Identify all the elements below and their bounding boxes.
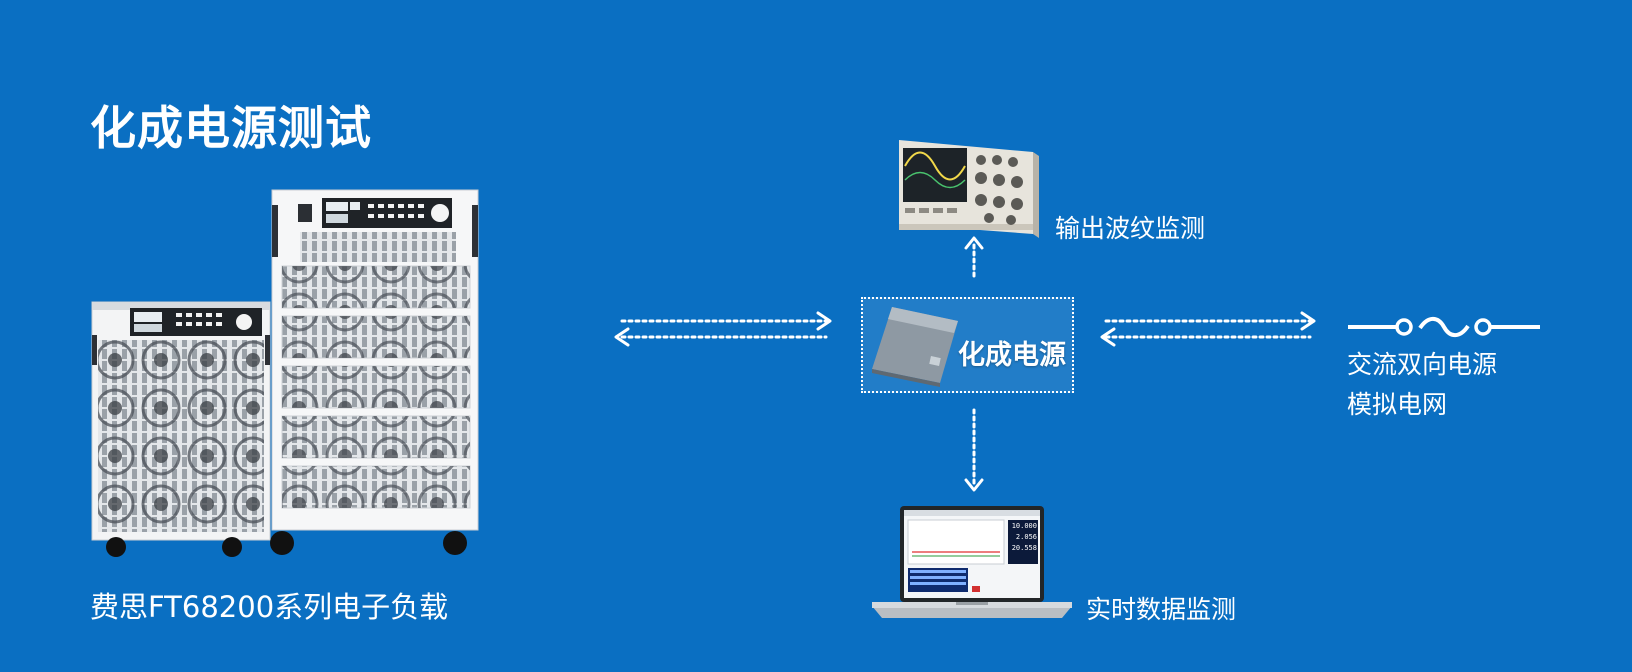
ac-source-line1: 交流双向电源 [1347, 350, 1498, 379]
formation-power-supply-icon [872, 307, 958, 387]
ac-source-line2: 模拟电网 [1347, 390, 1448, 419]
oscilloscope-icon [899, 140, 1039, 238]
laptop-readouts: 10.000 2.056 20.558 [1009, 521, 1037, 554]
page-title: 化成电源测试 [90, 101, 372, 155]
readout-value: 2.056 [1015, 533, 1037, 541]
readout-value: 10.000 [1011, 522, 1037, 530]
realtime-monitor-label: 实时数据监测 [1086, 595, 1237, 624]
laptop-icon [872, 506, 1072, 618]
formation-supply-label: 化成电源 [958, 340, 1066, 371]
small-cabinet [91, 301, 271, 557]
product-caption: 费思FT68200系列电子负载 [90, 590, 449, 624]
ripple-monitor-label: 输出波纹监测 [1055, 214, 1206, 243]
ac-source-symbol-icon [1348, 316, 1540, 338]
ac-source-label: 交流双向电源 模拟电网 [1347, 345, 1497, 425]
tall-cabinet [270, 189, 479, 555]
readout-value: 20.558 [1011, 544, 1037, 552]
